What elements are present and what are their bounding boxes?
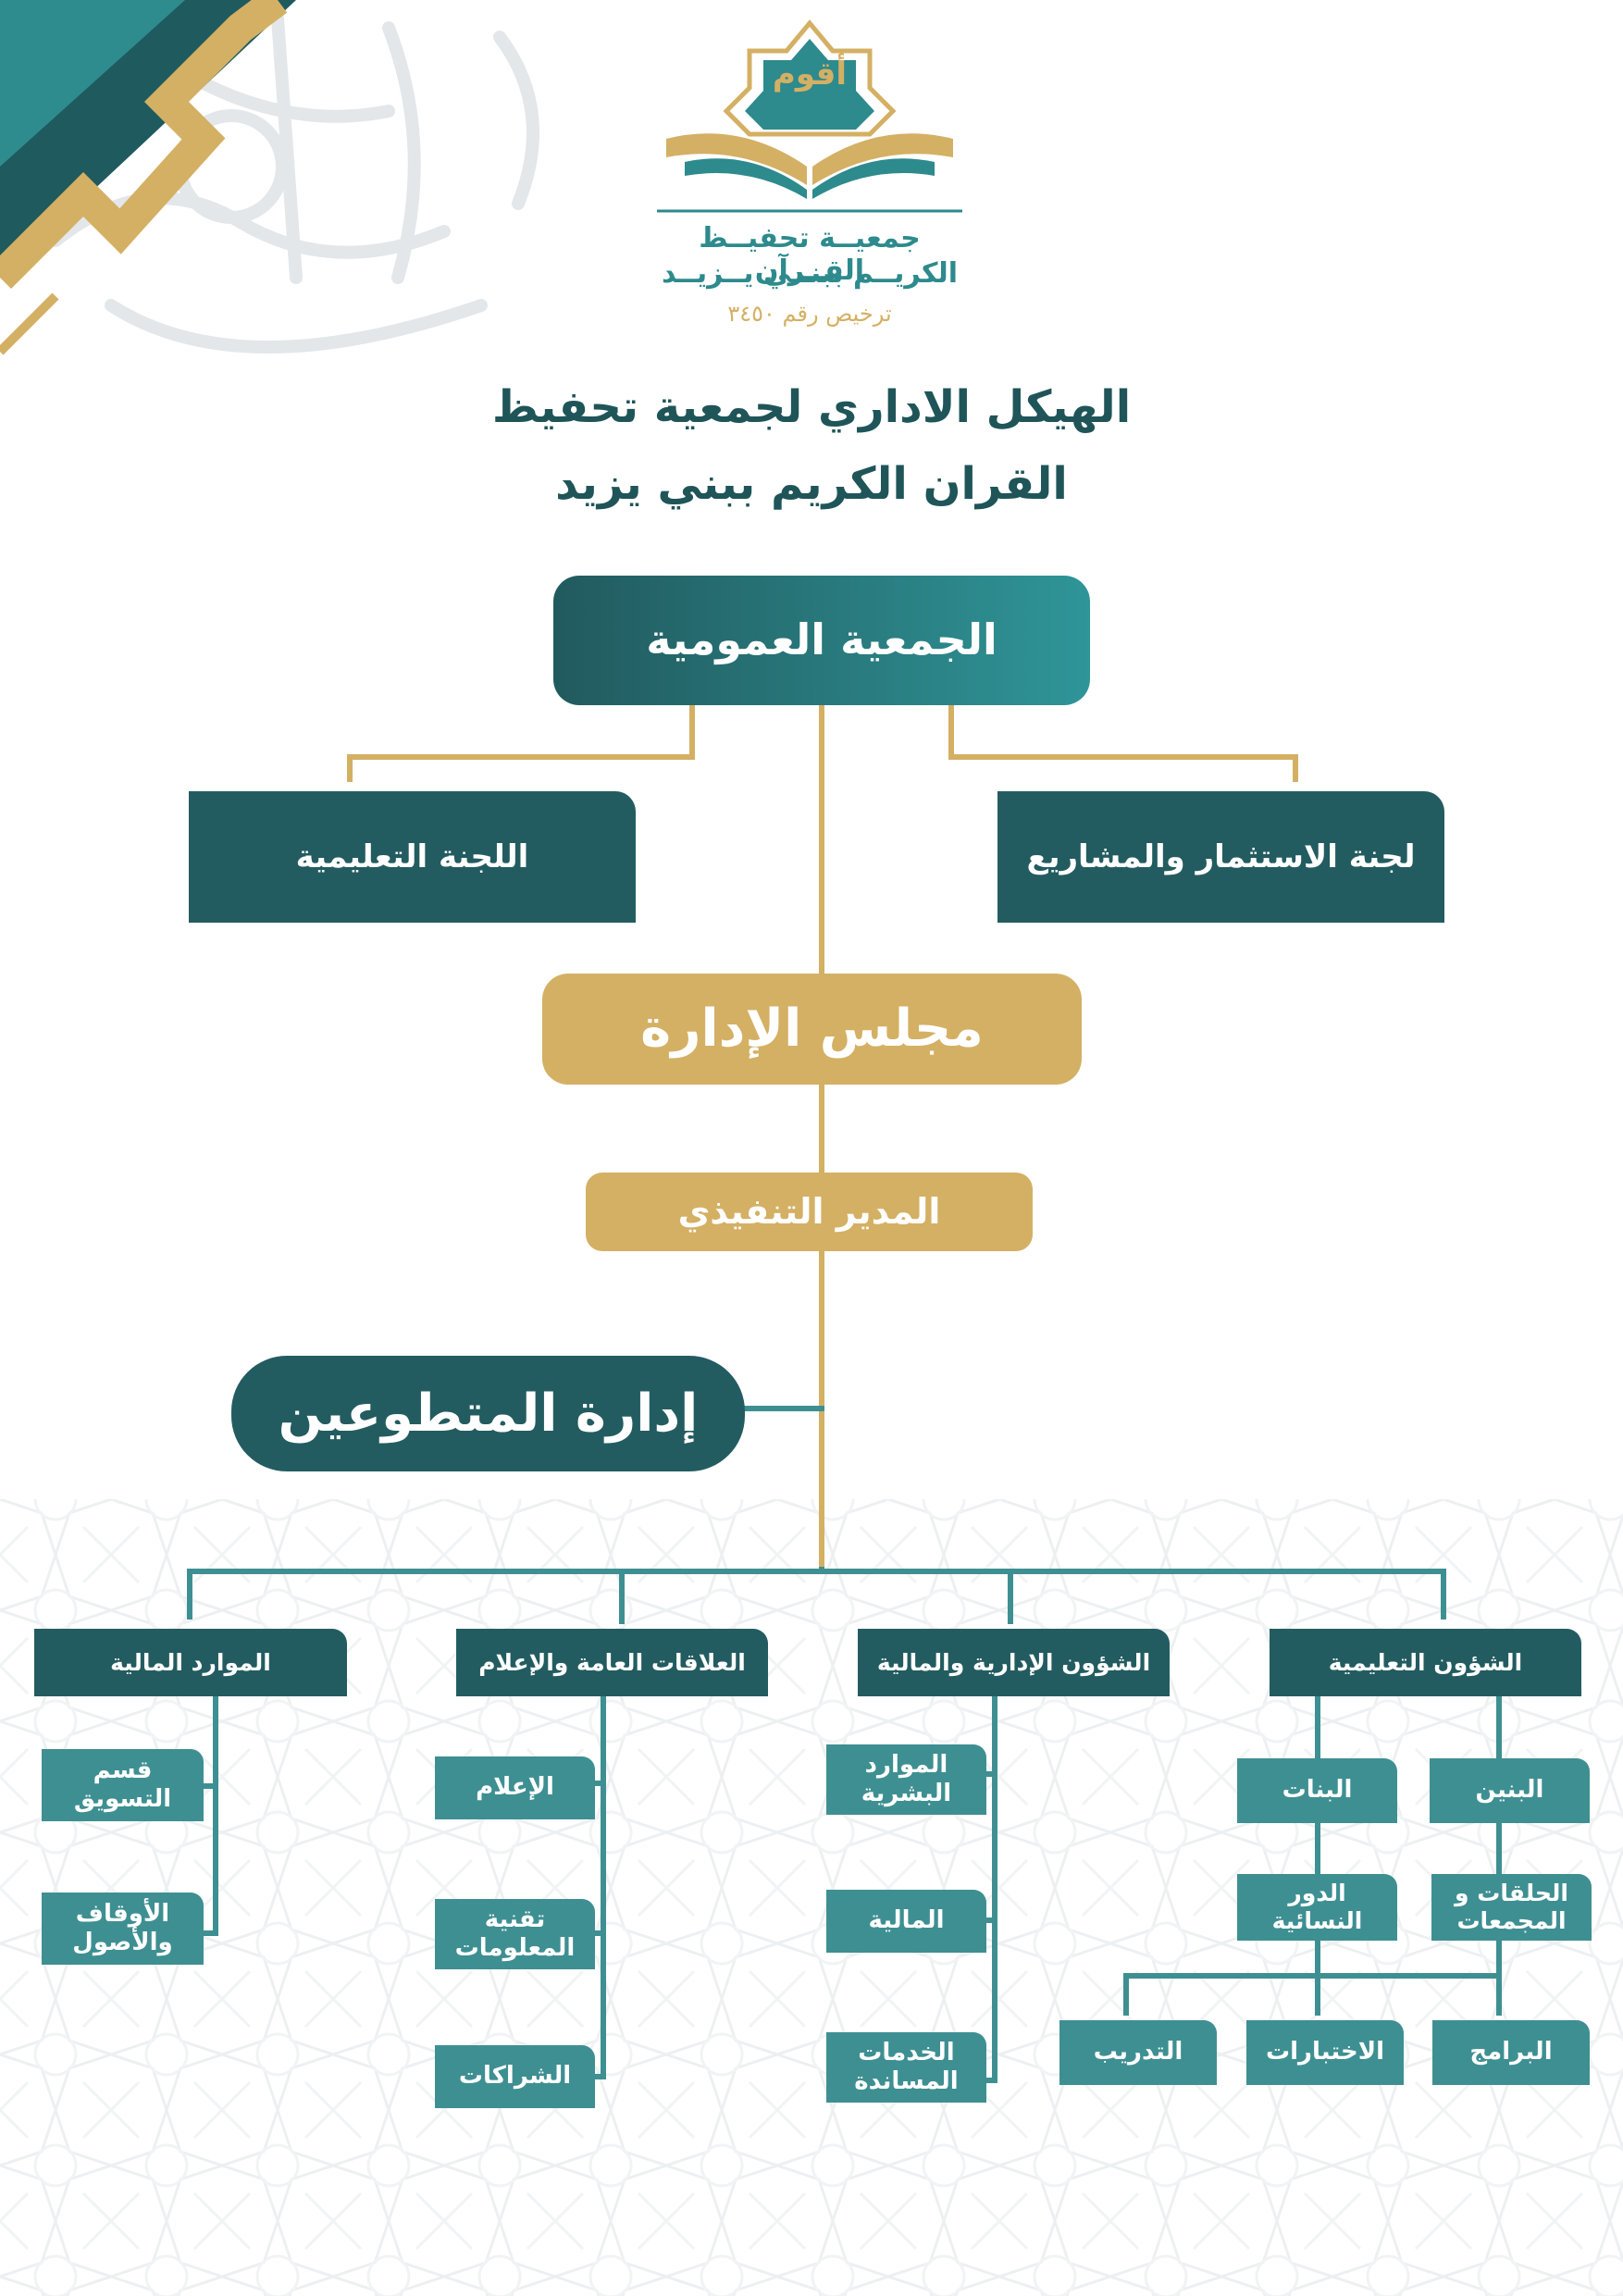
training-node: التدريب xyxy=(1059,2020,1217,2085)
executive-director-node: المدير التنفيذي xyxy=(586,1173,1033,1251)
programs-node: البرامج xyxy=(1432,2020,1590,2085)
marketing-node: قسم التسويق xyxy=(42,1749,204,1821)
corner-ornament xyxy=(0,0,296,355)
media-node: الإعلام xyxy=(435,1756,595,1819)
circles-node: الحلقات و المجمعات xyxy=(1431,1874,1592,1941)
girls-node: البنات xyxy=(1237,1758,1397,1823)
investment-committee-node: لجنة الاستثمار والمشاريع xyxy=(997,791,1444,923)
hr-node: الموارد البشرية xyxy=(826,1744,986,1815)
endowments-node: الأوقاف والأصول xyxy=(42,1893,204,1965)
general-assembly-node: الجمعية العمومية xyxy=(553,576,1090,705)
volunteers-node: إدارة المتطوعين xyxy=(231,1356,745,1471)
org-name-line2: الكريــم ببنــي يــزيــد xyxy=(662,257,958,290)
partnerships-node: الشراكات xyxy=(435,2045,595,2108)
page-title-line2: القران الكريم ببني يزيد xyxy=(555,458,1068,510)
license-number: ترخيص رقم ٣٤٥٠ xyxy=(727,301,892,327)
educational-affairs-node: الشؤون التعليمية xyxy=(1270,1629,1581,1696)
women-houses-node: الدور النسائية xyxy=(1237,1874,1397,1941)
financial-resources-node: الموارد المالية xyxy=(34,1629,347,1696)
it-node: تقنية المعلومات xyxy=(435,1899,595,1969)
support-services-node: الخدمات المساندة xyxy=(826,2032,986,2103)
org-name-line1: جمعيــة تحفيــظ القــرآن xyxy=(699,222,921,287)
page-title-line1: الهيكل الاداري لجمعية تحفيظ xyxy=(491,381,1132,433)
exams-node: الاختبارات xyxy=(1246,2020,1404,2085)
logo-emblem xyxy=(657,19,962,213)
education-committee-node: اللجنة التعليمية xyxy=(189,791,636,923)
admin-finance-node: الشؤون الإدارية والمالية xyxy=(858,1629,1170,1696)
boys-node: البنين xyxy=(1430,1758,1590,1823)
finance-node: المالية xyxy=(826,1890,986,1953)
logo-emblem-text: أقوم xyxy=(772,56,848,93)
board-node: مجلس الإدارة xyxy=(542,974,1082,1085)
public-relations-node: العلاقات العامة والإعلام xyxy=(456,1629,768,1696)
